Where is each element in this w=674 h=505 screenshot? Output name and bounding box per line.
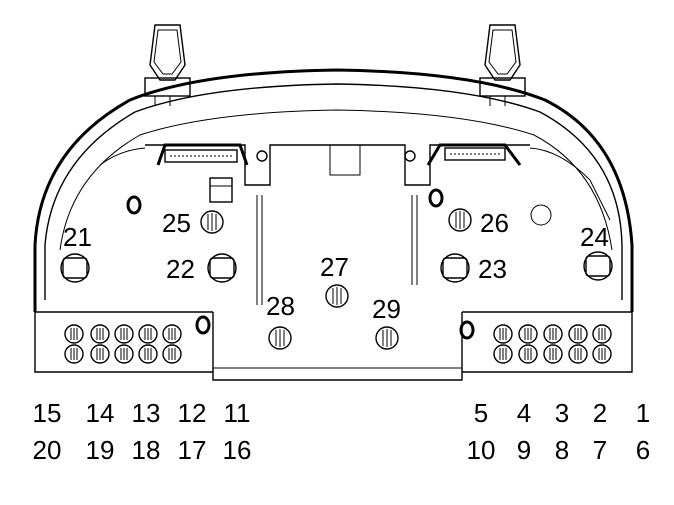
bulb-holder-29 (375, 326, 399, 350)
pin-6: 6 (636, 435, 650, 465)
pin-terminal (114, 324, 134, 344)
pin-terminal (114, 344, 134, 364)
callout-25: 25 (162, 208, 191, 238)
pin-terminal (90, 344, 110, 364)
callout-29: 29 (372, 294, 401, 324)
pin-terminal (162, 324, 182, 344)
cluster-housing (33, 68, 634, 381)
connector-block (209, 177, 233, 203)
pin-terminal (592, 324, 612, 344)
pin-terminal (543, 324, 563, 344)
right-pin-block (493, 324, 612, 364)
left-pin-block (64, 324, 182, 364)
pin-11: 11 (224, 398, 251, 428)
screw-bosses (126, 188, 475, 340)
callout-21: 21 (63, 222, 92, 252)
pin-1: 1 (636, 398, 650, 428)
pin-terminal (518, 324, 538, 344)
callout-28: 28 (266, 291, 295, 321)
pin-19: 19 (86, 435, 115, 465)
left-mounting-clip (144, 24, 191, 106)
pin-terminal (64, 324, 84, 344)
pin-terminal (493, 324, 513, 344)
bulb-holder-26 (448, 208, 472, 232)
pin-terminal (162, 344, 182, 364)
bulb-holder-24 (583, 251, 613, 281)
callout-27: 27 (320, 252, 349, 282)
pin-terminal (543, 344, 563, 364)
pin-13: 13 (132, 398, 161, 428)
pin-12: 12 (178, 398, 207, 428)
pin-terminal (592, 344, 612, 364)
pin-14: 14 (86, 398, 115, 428)
bulb-holder-27 (325, 284, 349, 308)
pin-terminal (138, 324, 158, 344)
bulb-holder-22 (207, 253, 237, 283)
pin-terminal (493, 344, 513, 364)
pin-numbers-left: 15 14 13 12 11 20 19 18 17 16 (33, 398, 252, 465)
pin-10: 10 (467, 435, 496, 465)
pin-17: 17 (178, 435, 207, 465)
pin-20: 20 (33, 435, 62, 465)
callout-23: 23 (478, 254, 507, 284)
pin-18: 18 (132, 435, 161, 465)
right-mounting-clip (479, 24, 526, 106)
left-connector (156, 143, 268, 166)
pin-8: 8 (555, 435, 569, 465)
pin-terminal (90, 324, 110, 344)
bulb-holder-28 (268, 326, 292, 350)
pin-15: 15 (33, 398, 62, 428)
callout-labels: 21 22 23 24 25 26 27 28 29 (63, 208, 609, 324)
pin-terminal (64, 344, 84, 364)
callout-24: 24 (580, 222, 609, 252)
bulb-holder-25 (200, 210, 224, 234)
pin-numbers-right: 5 4 3 2 1 10 9 8 7 6 (467, 398, 651, 465)
bulb-holder-23 (440, 253, 470, 283)
back-panel (99, 144, 611, 305)
bulb-holder-21 (60, 253, 90, 283)
pin-3: 3 (555, 398, 569, 428)
pin-4: 4 (517, 398, 531, 428)
callout-22: 22 (166, 254, 195, 284)
pin-terminal (138, 344, 158, 364)
callout-26: 26 (480, 208, 509, 238)
right-connector (404, 143, 522, 166)
pin-5: 5 (474, 398, 488, 428)
pin-9: 9 (517, 435, 531, 465)
pin-7: 7 (593, 435, 607, 465)
pin-terminal (568, 344, 588, 364)
pin-terminal (518, 344, 538, 364)
pin-16: 16 (223, 435, 252, 465)
pin-terminal (568, 324, 588, 344)
pin-2: 2 (593, 398, 607, 428)
